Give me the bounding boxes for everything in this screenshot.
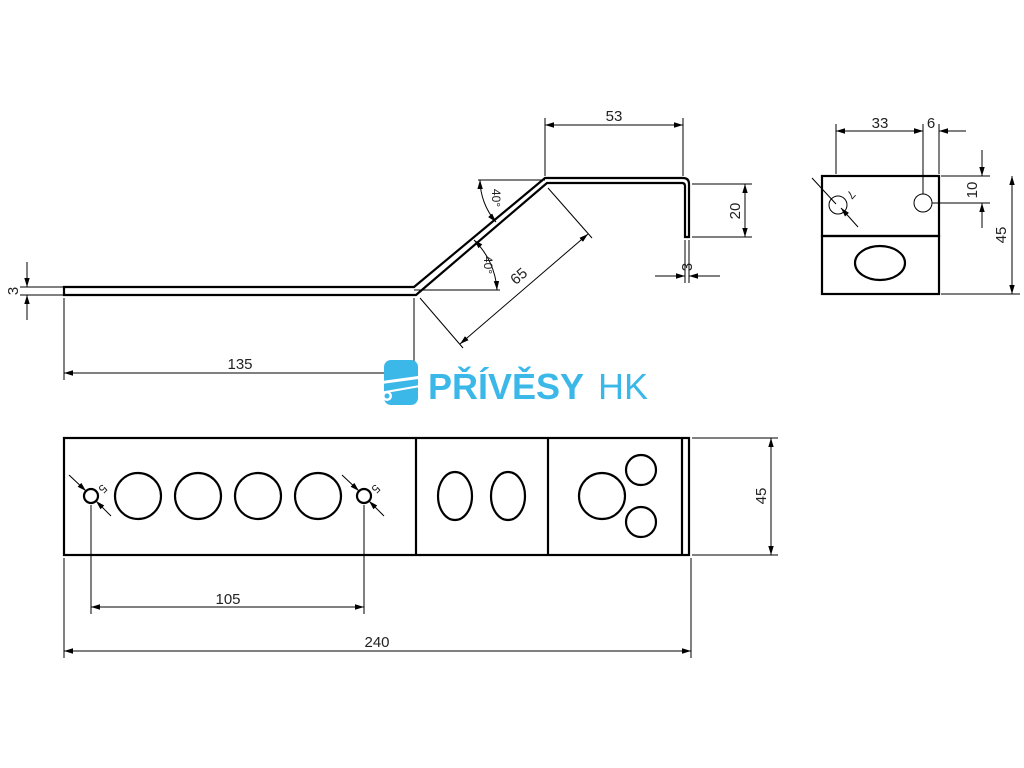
dim-side-base-length: 135 bbox=[227, 356, 252, 373]
dim-side-slope-angle-top: 40° bbox=[489, 189, 503, 207]
brand-suffix: HK bbox=[598, 366, 648, 407]
end-lower-face bbox=[820, 234, 941, 296]
end-hole-right bbox=[913, 193, 933, 213]
dim-plan-height: 45 bbox=[753, 488, 770, 505]
dim-side-thickness: 3 bbox=[5, 287, 22, 295]
end-oval-hole bbox=[853, 244, 907, 282]
plan-hole-large bbox=[113, 471, 163, 521]
dim-end-hole-vertical: 10 bbox=[964, 182, 981, 199]
plan-outline bbox=[62, 436, 691, 557]
plan-oval-hole bbox=[489, 470, 527, 522]
end-view: 7 33 6 10 45 bbox=[811, 115, 1020, 296]
plan-hole-large bbox=[173, 471, 223, 521]
dim-side-slope-length: 65 bbox=[507, 265, 531, 289]
dim-side-slope-angle-bottom: 40° bbox=[481, 256, 495, 274]
brand-name: PŘÍVĚSY bbox=[428, 365, 584, 407]
side-profile bbox=[62, 176, 691, 297]
dim-side-end-thickness: 3 bbox=[679, 263, 696, 271]
end-hole-left bbox=[828, 195, 848, 215]
plan-hole-medium bbox=[624, 453, 658, 487]
plan-hole-large bbox=[293, 471, 343, 521]
side-view: 3 135 65 40° 40° 53 20 3 bbox=[5, 108, 752, 380]
dim-end-height: 45 bbox=[993, 227, 1010, 244]
plan-hole-small-left bbox=[82, 487, 100, 505]
end-upper-face bbox=[820, 174, 941, 238]
plan-hole-large bbox=[233, 471, 283, 521]
dim-plan-hole-spacing: 105 bbox=[215, 591, 240, 608]
dim-end-hole-offset: 6 bbox=[927, 115, 935, 132]
plan-hole-small-right bbox=[355, 487, 373, 505]
dim-plan-total-length: 240 bbox=[364, 634, 389, 651]
dim-side-top-length: 53 bbox=[606, 108, 623, 125]
dim-side-drop-height: 20 bbox=[727, 203, 744, 220]
plan-hole-medium bbox=[624, 505, 658, 539]
brand-logo: PŘÍVĚSY HK bbox=[377, 360, 648, 407]
dim-end-width: 33 bbox=[872, 115, 889, 132]
plan-view: 5 5 105 240 45 bbox=[62, 436, 778, 658]
plan-oval-hole bbox=[436, 470, 474, 522]
trailer-icon bbox=[377, 360, 423, 405]
plan-hole-large bbox=[577, 471, 627, 521]
